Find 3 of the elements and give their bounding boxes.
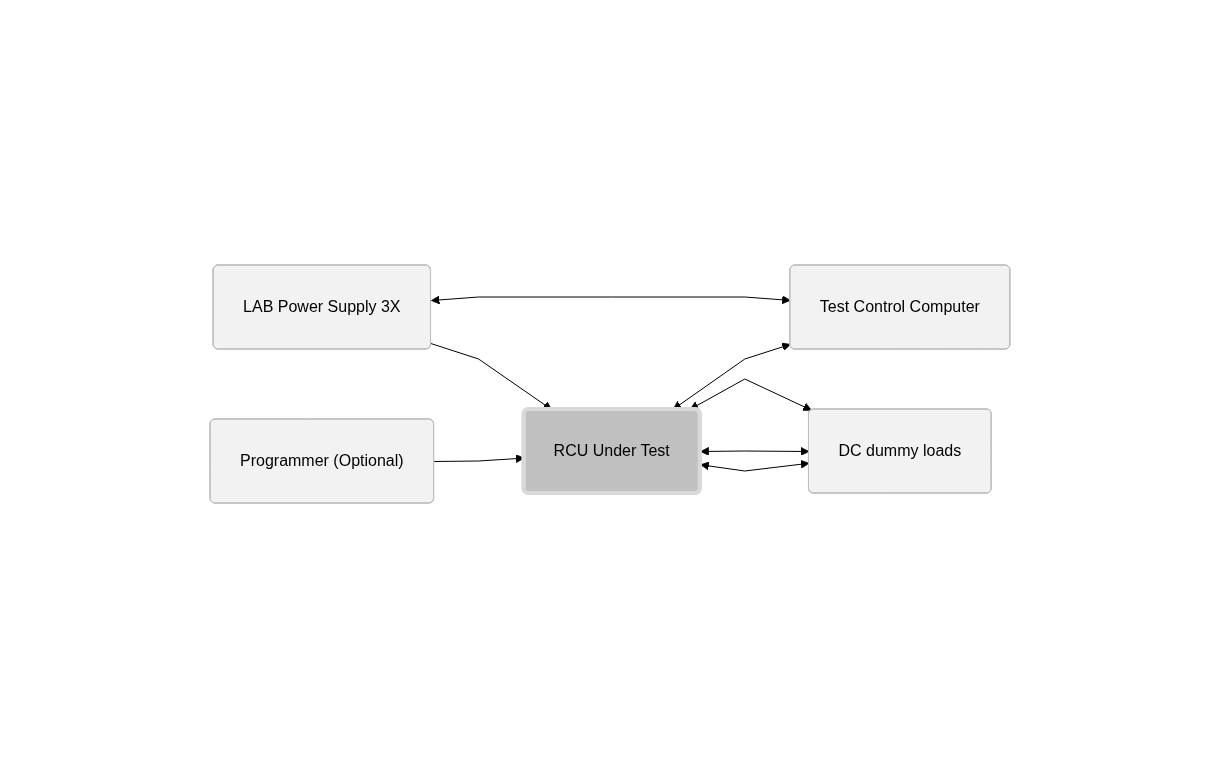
arrow	[700, 446, 810, 456]
arrow	[431, 294, 791, 304]
arrow	[700, 459, 810, 471]
